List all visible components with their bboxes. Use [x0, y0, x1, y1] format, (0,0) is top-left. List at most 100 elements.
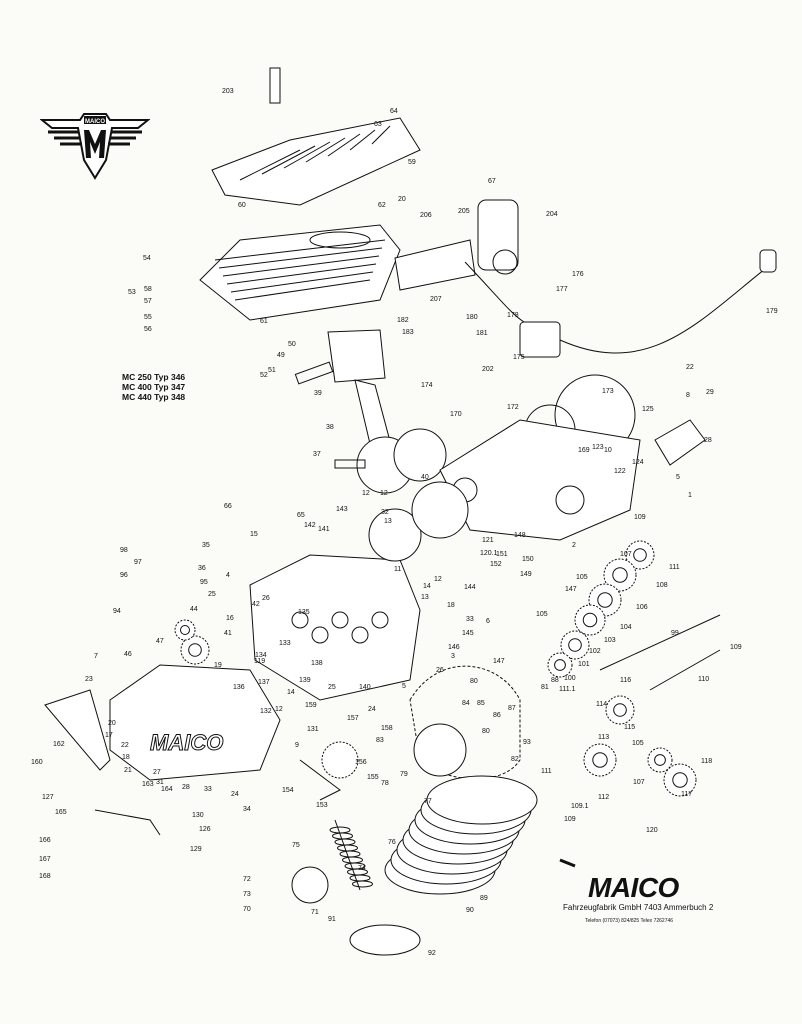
part-number-label: 18 — [122, 754, 130, 761]
gear-hub — [582, 612, 598, 628]
part-number-label: 170 — [450, 411, 462, 418]
hv-lead — [559, 264, 771, 354]
part-number-label: 100 — [564, 675, 576, 682]
part-number-label: 151 — [496, 551, 508, 558]
cooling-fin — [261, 145, 316, 175]
cooling-fin — [239, 149, 301, 181]
part-number-label: 49 — [277, 352, 285, 359]
plug-cap — [759, 249, 777, 273]
part-number-label: 120.1 — [480, 550, 498, 557]
model-line: MC 250 Typ 346 — [122, 372, 186, 382]
part-number-label: 182 — [397, 317, 409, 324]
part-number-label: 154 — [282, 787, 294, 794]
part-number-label: 28 — [182, 784, 190, 791]
part-number-label: 102 — [589, 648, 601, 655]
part-number-label: 34 — [243, 806, 251, 813]
chain-guide — [654, 419, 706, 466]
part-number-label: 29 — [706, 389, 714, 396]
crank-disc — [411, 481, 469, 539]
part-number-label: 28 — [704, 437, 712, 444]
part-number-label: 74 — [358, 865, 366, 872]
part-number-label: 107 — [620, 551, 632, 558]
part-number-label: 131 — [307, 726, 319, 733]
part-number-label: 93 — [523, 739, 531, 746]
carburetor — [477, 199, 519, 271]
part-number-label: 137 — [258, 679, 270, 686]
part-number-label: 104 — [620, 624, 632, 631]
part-number-label: 18 — [447, 602, 455, 609]
part-number-label: 149 — [520, 571, 532, 578]
part-number-label: 108 — [656, 582, 668, 589]
part-number-label: 143 — [336, 506, 348, 513]
svg-text:MAICO: MAICO — [85, 119, 105, 125]
part-number-label: 5 — [402, 683, 406, 690]
part-number-label: 167 — [39, 856, 51, 863]
gear-hub — [592, 752, 608, 768]
part-number-label: 23 — [85, 676, 93, 683]
clutch-spring-coil — [337, 844, 358, 852]
carb-bowl — [492, 249, 518, 275]
part-number-label: 156 — [355, 759, 367, 766]
part-number-label: 168 — [39, 873, 51, 880]
part-number-label: 50 — [288, 341, 296, 348]
part-number-label: 99 — [671, 630, 679, 637]
part-number-label: 38 — [326, 424, 334, 431]
part-number-label: 178 — [507, 312, 519, 319]
part-number-label: 70 — [243, 906, 251, 913]
crankcase-seal — [368, 508, 422, 562]
part-number-label: 115 — [624, 724, 636, 731]
part-number-label: 118 — [701, 758, 713, 765]
part-number-label: 4 — [226, 572, 230, 579]
piston — [327, 329, 386, 383]
part-number-label: 81 — [541, 684, 549, 691]
layshaft — [599, 614, 721, 671]
crank-shaft-end — [334, 459, 366, 469]
part-number-label: 126 — [199, 826, 211, 833]
part-number-label: 146 — [448, 644, 460, 651]
part-number-label: 39 — [314, 390, 322, 397]
pressure-plate — [349, 924, 421, 956]
part-number-label: 179 — [766, 308, 778, 315]
clutch-cover-logo: MAICO — [150, 730, 223, 755]
kickstart-shaft — [299, 759, 341, 801]
clutch-spring-coil — [332, 832, 353, 840]
footer-address: Fahrzeugfabrik GmbH 7403 Ammerbuch 2 — [563, 903, 714, 912]
part-number-label: 117 — [681, 791, 693, 798]
part-number-label: 124 — [632, 459, 644, 466]
part-number-label: 175 — [513, 354, 525, 361]
part-number-label: 55 — [144, 314, 152, 321]
part-number-label: 130 — [192, 812, 204, 819]
part-number-label: 142 — [304, 522, 316, 529]
part-number-label: 33 — [204, 786, 212, 793]
part-number-label: 72 — [243, 876, 251, 883]
part-number-label: 57 — [144, 298, 152, 305]
part-number-label: 180 — [466, 314, 478, 321]
part-number-label: 165 — [55, 809, 67, 816]
part-number-label: 31 — [156, 779, 164, 786]
part-number-label: 41 — [224, 630, 232, 637]
part-number-label: 92 — [428, 950, 436, 957]
part-number-label: 6 — [486, 618, 490, 625]
part-number-label: 79 — [400, 771, 408, 778]
gear-shift-lever — [94, 809, 161, 836]
part-number-label: 13 — [421, 594, 429, 601]
part-number-label: 155 — [367, 774, 379, 781]
part-number-label: 110 — [698, 676, 710, 683]
part-number-label: 8 — [686, 392, 690, 399]
part-number-label: 37 — [313, 451, 321, 458]
part-number-label: 119 — [254, 658, 266, 665]
part-number-label: 80 — [470, 678, 478, 685]
footer-brand: MAICO — [588, 872, 679, 903]
gear — [180, 635, 210, 665]
part-number-label: 183 — [402, 329, 414, 336]
part-number-label: 16 — [226, 615, 234, 622]
part-number-label: 109 — [564, 816, 576, 823]
part-number-label: 97 — [134, 559, 142, 566]
clutch-plate — [426, 775, 538, 825]
cooling-fin — [305, 137, 346, 163]
part-number-label: 71 — [311, 909, 319, 916]
gear-hub — [554, 659, 566, 671]
model-line: MC 440 Typ 348 — [122, 392, 186, 402]
part-number-label: 47 — [156, 638, 164, 645]
